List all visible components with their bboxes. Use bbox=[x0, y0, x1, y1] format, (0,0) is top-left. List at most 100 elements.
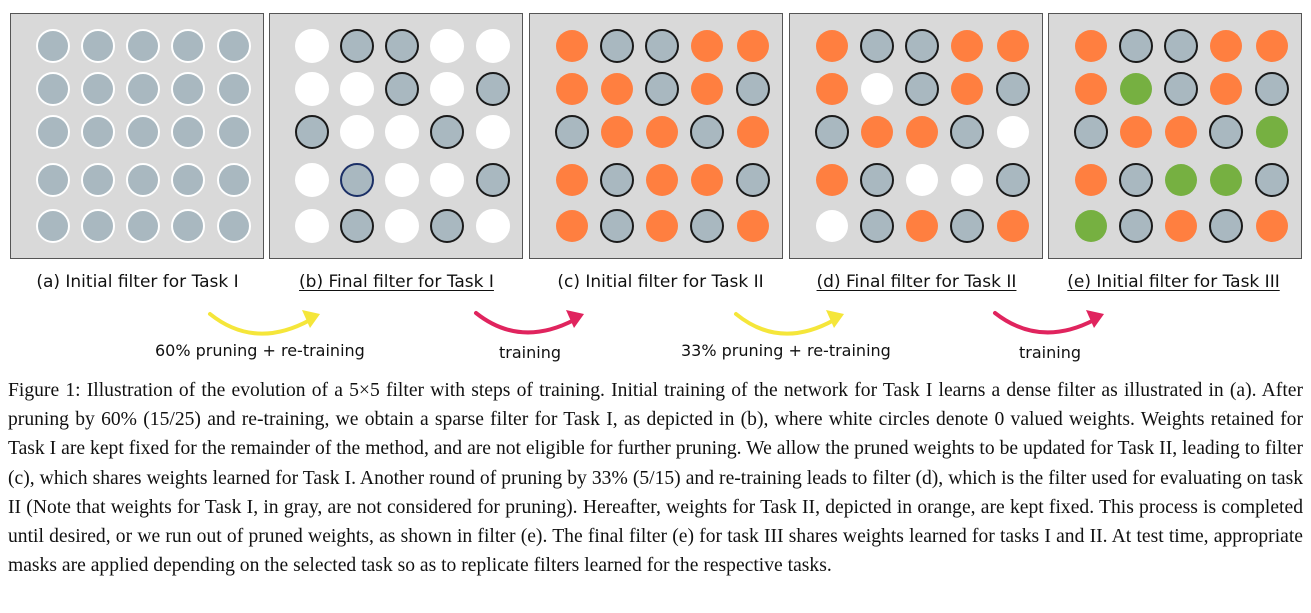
weight-circle bbox=[1256, 116, 1288, 148]
weight-circle bbox=[556, 73, 588, 105]
weight-circle bbox=[81, 72, 115, 106]
weight-circle bbox=[601, 116, 633, 148]
weight-circle bbox=[646, 210, 678, 242]
weight-circle bbox=[295, 209, 329, 243]
weight-circle bbox=[126, 163, 160, 197]
arrow-shaft bbox=[993, 311, 1096, 335]
weight-circle bbox=[36, 209, 70, 243]
weight-circle bbox=[556, 164, 588, 196]
weight-circle bbox=[555, 115, 589, 149]
weight-circle bbox=[737, 30, 769, 62]
panel-label-a: (a) Initial filter for Task I bbox=[36, 272, 239, 292]
weight-circle bbox=[1209, 115, 1243, 149]
weight-circle bbox=[905, 29, 939, 63]
weight-circle bbox=[36, 72, 70, 106]
weight-circle bbox=[691, 73, 723, 105]
weight-circle bbox=[600, 209, 634, 243]
weight-circle bbox=[861, 116, 893, 148]
weight-circle bbox=[1255, 72, 1289, 106]
weight-circle bbox=[1210, 30, 1242, 62]
step-arrow-2 bbox=[474, 310, 584, 335]
arrow-shaft bbox=[734, 312, 836, 336]
weight-circle bbox=[816, 30, 848, 62]
weight-circle bbox=[295, 72, 329, 106]
weight-circle bbox=[996, 72, 1030, 106]
weight-circle bbox=[997, 116, 1029, 148]
weight-circle bbox=[646, 116, 678, 148]
weight-circle bbox=[36, 29, 70, 63]
weight-circle bbox=[295, 115, 329, 149]
weight-circle bbox=[736, 163, 770, 197]
step-arrow-3 bbox=[734, 310, 844, 336]
weight-circle bbox=[295, 163, 329, 197]
figure-caption: Figure 1: Illustration of the evolution … bbox=[8, 380, 1303, 577]
weight-circle bbox=[816, 164, 848, 196]
weight-circle bbox=[340, 209, 374, 243]
weight-circle bbox=[81, 29, 115, 63]
weight-circle bbox=[860, 209, 894, 243]
weight-circle bbox=[430, 115, 464, 149]
weight-circle bbox=[171, 209, 205, 243]
weight-circle bbox=[36, 163, 70, 197]
weight-circle bbox=[690, 115, 724, 149]
step-arrow-1 bbox=[208, 310, 320, 336]
weight-circle bbox=[385, 115, 419, 149]
weight-circle bbox=[1255, 163, 1289, 197]
weight-circle bbox=[1075, 73, 1107, 105]
weight-circle bbox=[295, 29, 329, 63]
weight-circle bbox=[1075, 164, 1107, 196]
weight-circle bbox=[1165, 210, 1197, 242]
weight-circle bbox=[476, 163, 510, 197]
weight-circle bbox=[556, 210, 588, 242]
weight-circle bbox=[476, 72, 510, 106]
weight-circle bbox=[906, 164, 938, 196]
weight-circle bbox=[340, 115, 374, 149]
weight-circle bbox=[737, 210, 769, 242]
weight-circle bbox=[601, 73, 633, 105]
weight-circle bbox=[126, 29, 160, 63]
weight-circle bbox=[1120, 116, 1152, 148]
weight-circle bbox=[430, 209, 464, 243]
weight-circle bbox=[950, 209, 984, 243]
weight-circle bbox=[217, 209, 251, 243]
arrow-shaft bbox=[474, 311, 576, 335]
weight-circle bbox=[1074, 115, 1108, 149]
weight-circle bbox=[81, 163, 115, 197]
weight-circle bbox=[126, 115, 160, 149]
arrow-head bbox=[826, 310, 844, 328]
weight-circle bbox=[430, 72, 464, 106]
weight-circle bbox=[340, 29, 374, 63]
weight-circle bbox=[385, 72, 419, 106]
weight-circle bbox=[1119, 29, 1153, 63]
arrow-head bbox=[302, 310, 320, 328]
weight-circle bbox=[736, 72, 770, 106]
panel-label-c: (c) Initial filter for Task II bbox=[557, 272, 764, 292]
step-label-training-2: training bbox=[1019, 343, 1081, 362]
weight-circle bbox=[126, 72, 160, 106]
filter-panel-a bbox=[10, 13, 264, 259]
weight-circle bbox=[217, 29, 251, 63]
weight-circle bbox=[600, 163, 634, 197]
weight-circle bbox=[476, 29, 510, 63]
weight-circle bbox=[171, 163, 205, 197]
step-label-training-1: training bbox=[499, 343, 561, 362]
weight-circle bbox=[816, 210, 848, 242]
weight-circle bbox=[171, 29, 205, 63]
weight-circle bbox=[1210, 73, 1242, 105]
weight-circle bbox=[691, 30, 723, 62]
weight-circle bbox=[860, 29, 894, 63]
weight-circle bbox=[340, 163, 374, 197]
weight-circle bbox=[1256, 210, 1288, 242]
filter-panel-e bbox=[1048, 13, 1302, 259]
weight-circle bbox=[645, 72, 679, 106]
weight-circle bbox=[81, 115, 115, 149]
weight-circle bbox=[1210, 164, 1242, 196]
weight-circle bbox=[1164, 29, 1198, 63]
weight-circle bbox=[690, 209, 724, 243]
weight-circle bbox=[171, 115, 205, 149]
step-label-pruning-1: 60% pruning + re-training bbox=[155, 341, 365, 360]
weight-circle bbox=[860, 163, 894, 197]
weight-circle bbox=[1209, 209, 1243, 243]
weight-circle bbox=[646, 164, 678, 196]
weight-circle bbox=[905, 72, 939, 106]
